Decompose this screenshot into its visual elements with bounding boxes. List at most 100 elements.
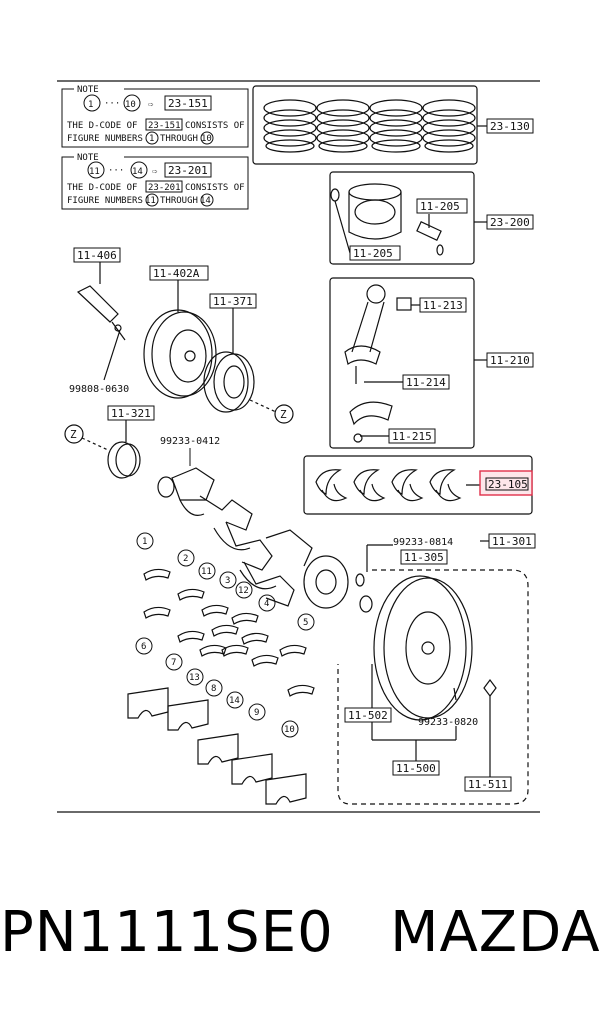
main-bearing-caps	[127, 687, 307, 805]
svg-text:10: 10	[284, 725, 295, 735]
part-number: PN1111SE0	[0, 900, 334, 965]
note-1-code-ref: 23-151	[148, 121, 181, 131]
note-1-from: 1	[88, 100, 93, 110]
svg-text:11-502: 11-502	[348, 709, 388, 722]
callout-99233-0814: 99233-0814	[393, 537, 453, 548]
svg-text:11-321: 11-321	[111, 407, 151, 420]
svg-text:12: 12	[238, 586, 249, 596]
note-box-2: NOTE 11 ··· 14 ⇨ 23-201 THE D-CODE OF 23…	[61, 151, 249, 210]
note-1-line1: THE D-CODE OF	[67, 121, 137, 131]
callout-99233-0412: 99233-0412	[160, 436, 220, 447]
note-1-to: 10	[125, 100, 136, 110]
svg-text:9: 9	[254, 708, 259, 718]
svg-text:11-406: 11-406	[77, 249, 117, 262]
callout-11-511: 11-511	[464, 776, 512, 792]
callout-99233-0820: 99233-0820	[418, 717, 478, 728]
svg-text:99808-0630: 99808-0630	[69, 384, 129, 395]
note-1-through: THROUGH	[160, 134, 198, 144]
crank-sprocket	[64, 420, 141, 479]
callout-11-402a: 11-402A	[149, 265, 209, 281]
svg-text:11-301: 11-301	[492, 535, 532, 548]
note-1-to-ref: 10	[201, 134, 212, 144]
callout-11-210: 11-210	[486, 352, 534, 368]
crankshaft	[157, 467, 349, 609]
brand-name: MAZDA	[390, 900, 600, 965]
ref-z-2: Z	[70, 428, 77, 441]
svg-text:23-200: 23-200	[490, 216, 530, 229]
svg-text:1: 1	[142, 537, 147, 547]
svg-text:23-130: 23-130	[490, 120, 530, 133]
callout-11-406: 11-406	[73, 247, 121, 263]
svg-text:11-215: 11-215	[392, 430, 432, 443]
callout-11-502: 11-502	[344, 707, 392, 723]
bearing-number-callouts	[135, 532, 315, 738]
callout-11-321: 11-321	[107, 405, 155, 421]
note-1-title: NOTE	[77, 85, 99, 95]
callout-23-130: 23-130	[486, 118, 534, 134]
svg-text:7: 7	[171, 658, 176, 668]
timing-pulley	[203, 306, 294, 424]
note-1-line1b: CONSISTS OF	[185, 121, 245, 131]
callout-11-500: 11-500	[392, 760, 440, 776]
svg-text:⇨: ⇨	[148, 100, 154, 110]
ref-z-1: Z	[280, 408, 287, 421]
svg-text:11-305: 11-305	[404, 551, 444, 564]
svg-text:14: 14	[229, 696, 240, 706]
svg-text:11-214: 11-214	[406, 376, 446, 389]
note-2-title: NOTE	[77, 153, 99, 163]
crankshaft-pulley	[143, 276, 217, 399]
svg-text:6: 6	[141, 642, 146, 652]
callout-11-371: 11-371	[209, 293, 257, 309]
bearing-shells	[143, 568, 315, 697]
note-2-line1b: CONSISTS OF	[185, 183, 245, 193]
callout-11-301: 11-301	[488, 533, 536, 549]
piston-assembly	[329, 171, 487, 265]
note-box-1: NOTE 1 ··· 10 ⇨ 23-151 THE D-CODE OF 23-…	[61, 83, 249, 148]
note-2-line2: FIGURE NUMBERS	[67, 196, 143, 206]
note-2-code-ref: 23-201	[148, 183, 181, 193]
svg-text:11-210: 11-210	[490, 354, 530, 367]
callout-11-305: 11-305	[400, 549, 448, 565]
svg-text:11: 11	[201, 567, 212, 577]
svg-text:2: 2	[183, 554, 188, 564]
svg-text:11-205: 11-205	[420, 200, 460, 213]
svg-text:11-402A: 11-402A	[153, 267, 200, 280]
piston-ring-set	[252, 85, 487, 165]
note-1-dots: ···	[104, 99, 120, 109]
svg-text:3: 3	[225, 576, 230, 586]
note-2-line1: THE D-CODE OF	[67, 183, 137, 193]
svg-text:11-511: 11-511	[468, 778, 508, 791]
flywheel-group	[337, 540, 529, 805]
note-2-code: 23-201	[168, 164, 208, 177]
note-1-line2: FIGURE NUMBERS	[67, 134, 143, 144]
callout-11-205-a: 11-205	[416, 198, 468, 214]
svg-text:5: 5	[303, 618, 308, 628]
callout-23-200: 23-200	[486, 214, 534, 230]
svg-text:8: 8	[211, 684, 216, 694]
svg-text:11-213: 11-213	[423, 299, 463, 312]
footer-caption: PN1111SE0 MAZDA	[0, 900, 600, 965]
callout-11-215: 11-215	[388, 428, 436, 444]
svg-text:11-205: 11-205	[353, 247, 393, 260]
svg-text:4: 4	[264, 599, 269, 609]
note-2-to-ref: 14	[200, 196, 211, 206]
pulley-bolt	[76, 262, 126, 381]
connecting-rod-assembly	[329, 277, 487, 449]
bearing-number-labels: 1 2 11 3 12 4 5 6 7 13 8 14 9 10	[141, 537, 308, 735]
svg-text:11-371: 11-371	[213, 295, 253, 308]
note-2-to: 14	[132, 167, 143, 177]
note-1-from-ref: 1	[149, 134, 154, 144]
svg-text:⇨: ⇨	[152, 167, 158, 177]
note-2-dots: ···	[108, 166, 124, 176]
note-2-through: THROUGH	[160, 196, 198, 206]
note-2-from-ref: 11	[145, 196, 156, 206]
callout-23-105-highlighted[interactable]: 23-105	[479, 470, 533, 496]
callout-11-205-b: 11-205	[349, 245, 401, 261]
note-1-code: 23-151	[168, 97, 208, 110]
svg-text:11-500: 11-500	[396, 762, 436, 775]
callout-99808-0630: 99808-0630	[69, 384, 129, 395]
note-2-from: 11	[89, 167, 100, 177]
callout-11-213: 11-213	[419, 297, 467, 313]
svg-text:13: 13	[189, 673, 200, 683]
